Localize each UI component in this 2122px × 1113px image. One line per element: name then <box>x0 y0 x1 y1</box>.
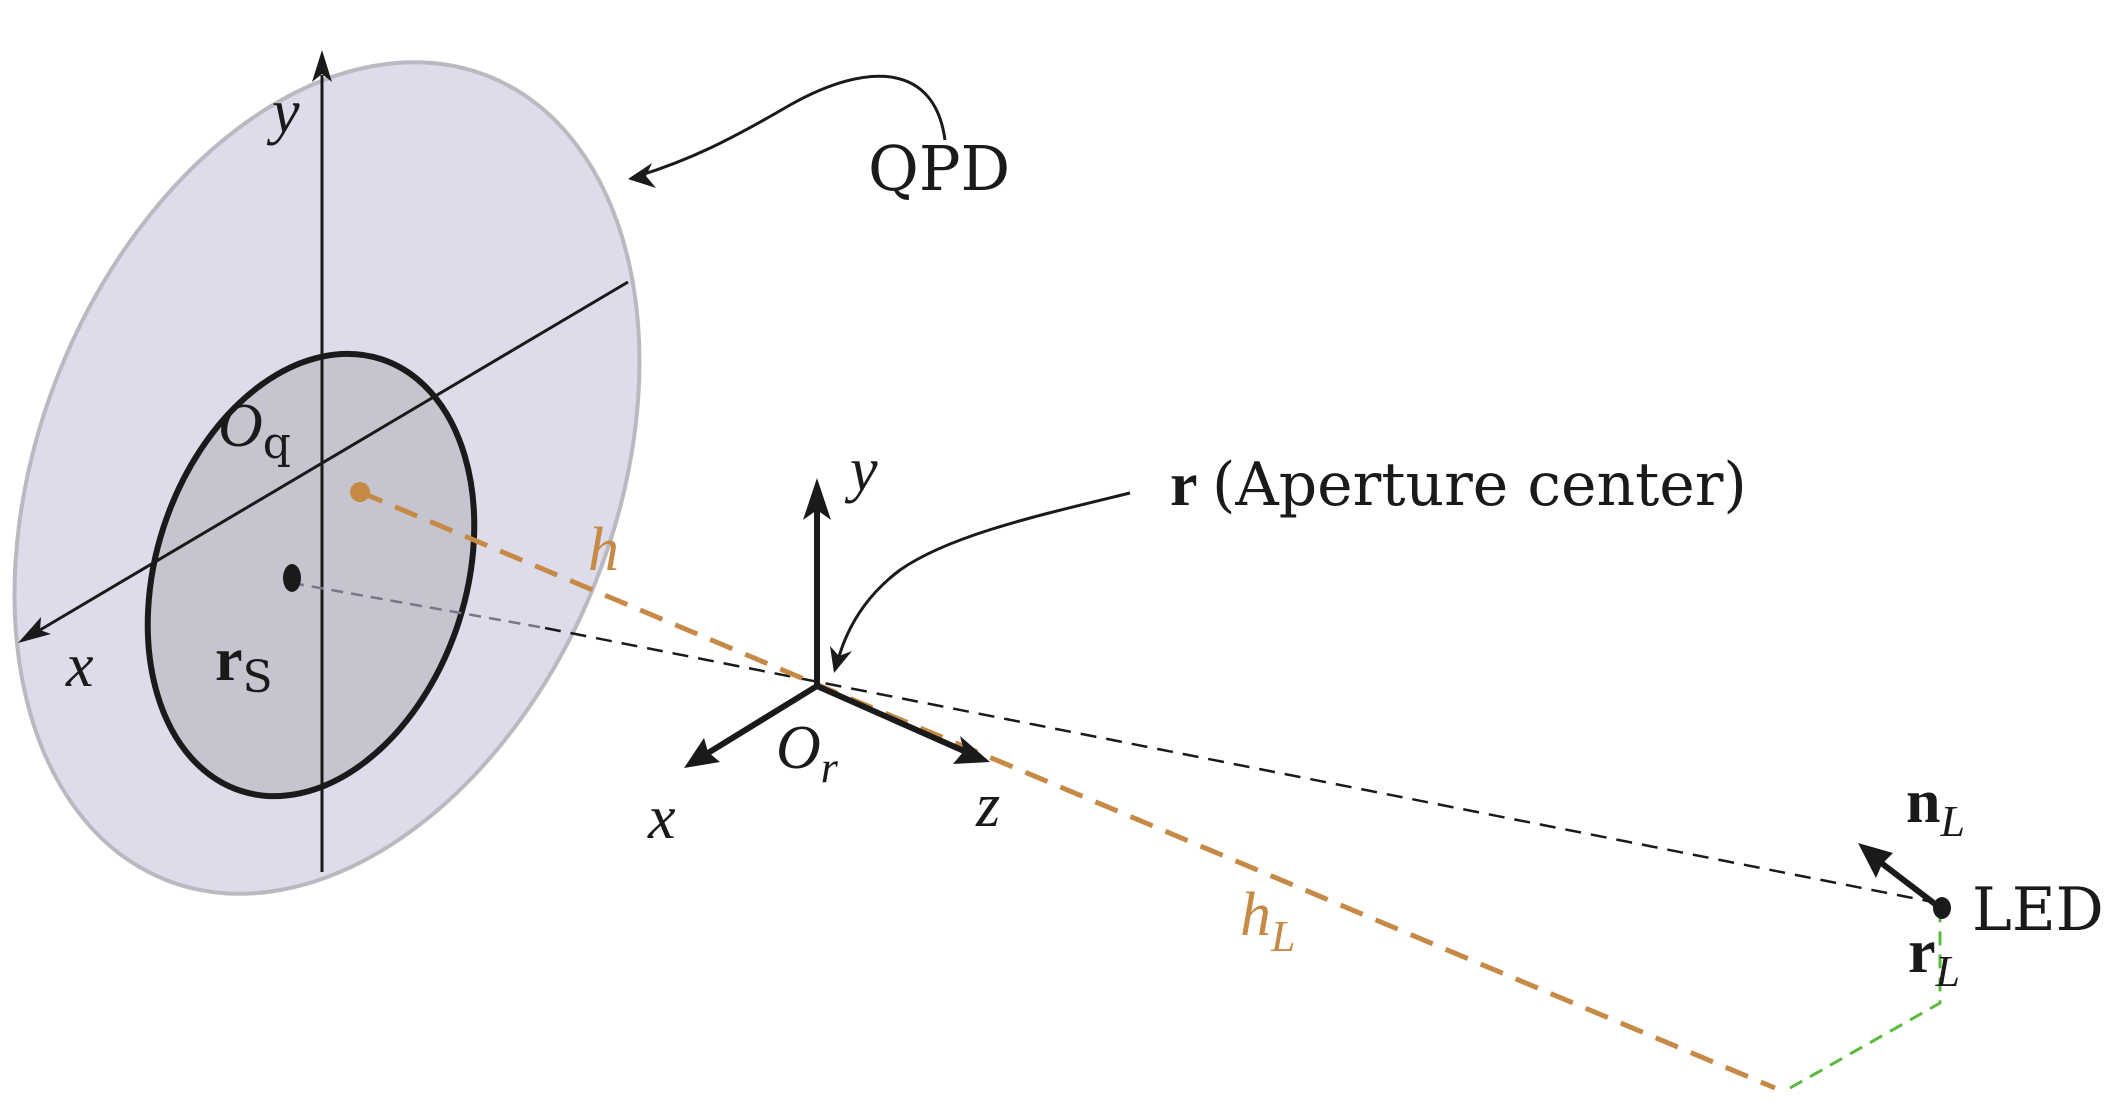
rs-main: r <box>215 626 243 694</box>
hl-sub: L <box>1270 912 1295 961</box>
aperture-label-text: (Aperture center) <box>1212 450 1747 520</box>
ref-y-label: y <box>844 436 878 504</box>
aperture-spot <box>144 350 478 800</box>
rs-point <box>283 564 301 592</box>
oq-main: O <box>218 392 263 460</box>
oq-sub: q <box>263 418 291 469</box>
rl-label: rL <box>1908 918 1960 996</box>
rs-to-led-line <box>544 626 1939 905</box>
ref-x-axis-arrowhead <box>684 738 720 768</box>
rl-main: r <box>1908 918 1936 986</box>
nl-arrowhead <box>1858 843 1893 878</box>
rs-label: rS <box>215 626 273 703</box>
orange-point <box>350 482 370 502</box>
rs-line-inside <box>291 581 546 630</box>
nl-sub: L <box>1939 797 1964 846</box>
qpd-label: QPD <box>868 132 1010 205</box>
ref-x-label: x <box>647 784 676 852</box>
or-label: Or <box>776 714 839 792</box>
qpd-x-axis-arrowhead <box>18 617 51 643</box>
nl-label: nL <box>1906 768 1965 846</box>
hl-main: h <box>1240 881 1271 949</box>
green-path <box>1789 915 1942 1090</box>
or-main: O <box>776 714 821 782</box>
or-sub: r <box>821 743 839 792</box>
qpd-y-label: y <box>266 78 300 146</box>
ref-z-label: z <box>975 772 1000 840</box>
oq-label: Oq <box>218 392 291 469</box>
rs-sub: S <box>243 652 273 703</box>
h-line <box>359 489 1776 1091</box>
qpd-x-label: x <box>65 632 94 700</box>
ref-z-axis-arrowhead <box>953 736 990 764</box>
aperture-callout-arrow <box>836 491 1131 661</box>
led-point <box>1933 897 1951 919</box>
ref-y-axis-arrowhead <box>803 478 831 520</box>
qpd-callout-arrow <box>637 74 947 178</box>
hl-label: hL <box>1240 881 1295 961</box>
led-label: LED <box>1972 875 2104 945</box>
aperture-label-bold: r <box>1170 451 1198 519</box>
aperture-callout-arrowhead <box>830 646 852 673</box>
h-label: h <box>588 516 619 584</box>
nl-main: n <box>1906 768 1940 836</box>
nl-arrow-line <box>1878 859 1937 907</box>
qpd-callout-arrowhead <box>628 163 656 188</box>
qpd-x-axis-line <box>39 280 629 632</box>
ref-z-axis-line <box>815 683 966 754</box>
qpd-y-axis-arrowhead <box>312 50 332 82</box>
ref-x-axis-line <box>706 683 819 756</box>
rl-sub: L <box>1935 947 1960 996</box>
